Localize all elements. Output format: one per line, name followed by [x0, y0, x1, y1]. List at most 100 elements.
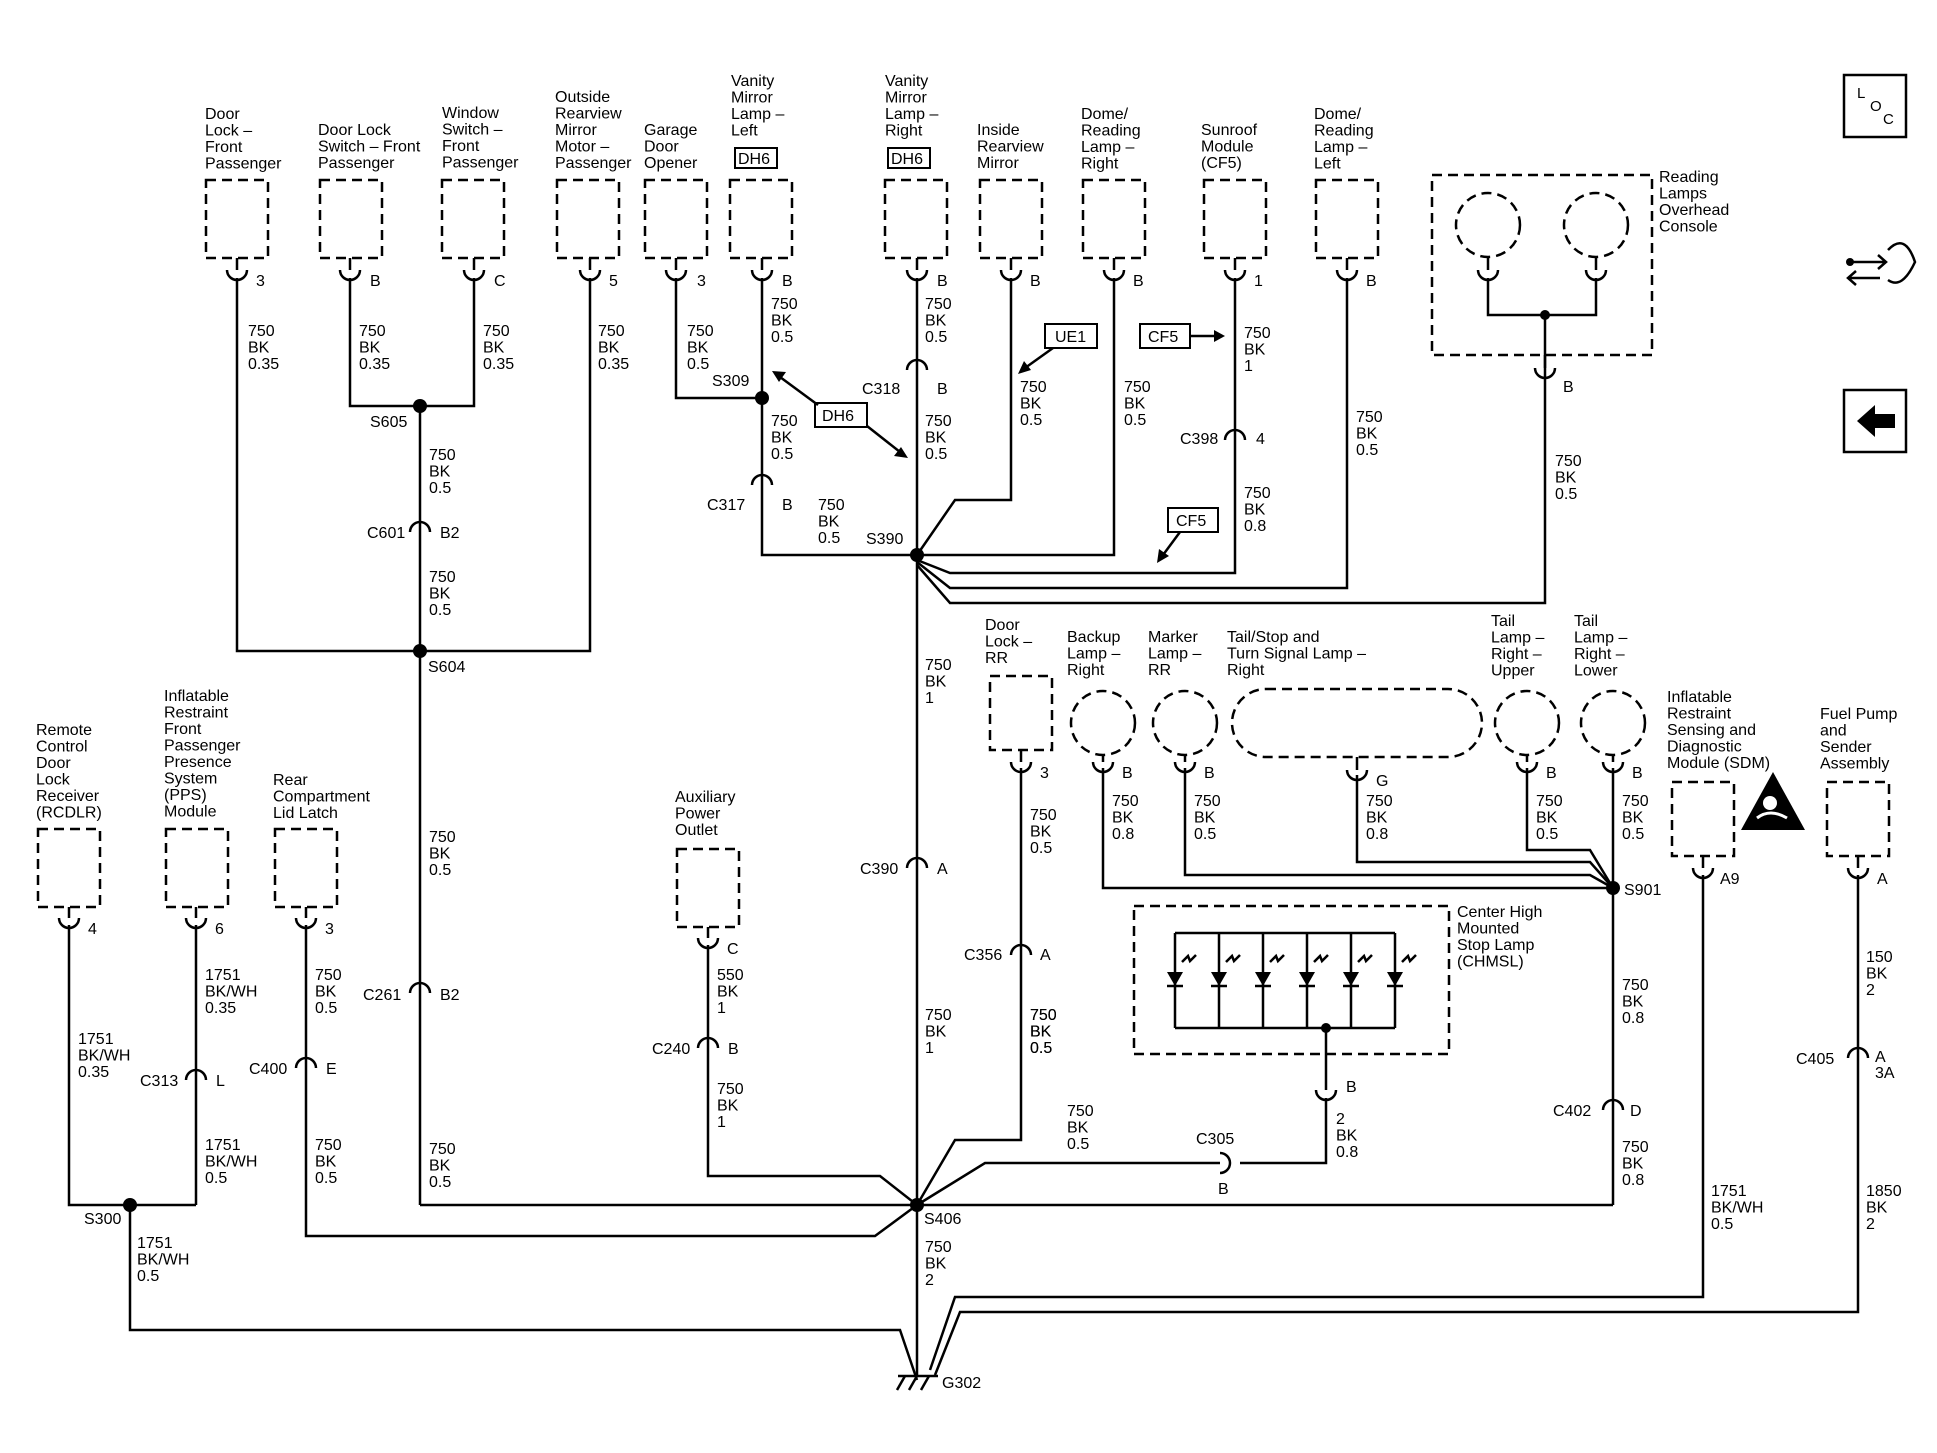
pin-label: B — [370, 273, 381, 290]
label-line: (CHMSL) — [1457, 954, 1524, 971]
label-line: 750 — [1356, 409, 1383, 426]
label-line: Vanity — [885, 73, 928, 90]
label-line: BK — [1244, 502, 1266, 519]
label-line: 750 — [925, 657, 952, 674]
label-line: 750 — [717, 1081, 744, 1098]
wire-chmsl — [1240, 1098, 1328, 1165]
label-line: 0.5 — [1555, 486, 1577, 503]
label-line: BK/WH — [205, 984, 257, 1001]
sunroof-box — [1202, 178, 1268, 260]
label-line: 750 — [1067, 1103, 1094, 1120]
label-line: Sensing and — [1667, 722, 1756, 739]
pin-label: 1 — [1254, 273, 1263, 290]
label-line: Inflatable — [164, 688, 229, 705]
splice-labels: S605 S604 S309 S390 S406 S300 S901 G302 — [84, 373, 1661, 1392]
wire-sunroof — [916, 278, 1237, 575]
label-line: and — [1820, 723, 1847, 740]
label-line: Mirror — [555, 122, 597, 139]
label-line: Door Lock — [318, 122, 392, 139]
label-line: 0.5 — [771, 446, 793, 463]
label-line: BK — [1622, 810, 1644, 827]
connector-c405: C405 — [1796, 1051, 1834, 1068]
label-line: Module — [1201, 139, 1254, 156]
label-line: BK/WH — [205, 1154, 257, 1171]
label-line: Passenger — [205, 156, 282, 173]
connector-pin: B2 — [440, 525, 460, 542]
label-line: 750 — [1124, 379, 1151, 396]
connector-pin: B — [1346, 1079, 1357, 1096]
wire-tail-stop — [1355, 775, 1614, 889]
wire-aux-outlet — [706, 945, 918, 1206]
label-line: BK/WH — [78, 1048, 130, 1065]
door-lock-switch-fp-box — [318, 178, 384, 260]
label-line: BK — [1194, 810, 1216, 827]
tail-lower-bulb — [1579, 689, 1647, 757]
label-line: Lock — [36, 772, 71, 789]
aux-outlet-box — [675, 847, 741, 929]
label-line: BK — [1244, 342, 1266, 359]
label-line: 0.8 — [1112, 826, 1134, 843]
label-line: BK — [248, 340, 270, 357]
label-line: BK — [429, 1158, 451, 1175]
label-line: BK — [1112, 810, 1134, 827]
pin-label: B — [1204, 765, 1215, 782]
label-line: BK — [925, 1256, 947, 1273]
label-line: BK — [1866, 966, 1888, 983]
label-line: Rearview — [977, 139, 1044, 156]
loc-icon[interactable]: L O C — [1842, 73, 1908, 139]
label-line: 1751 — [137, 1235, 173, 1252]
label-line: Assembly — [1820, 756, 1889, 773]
pin-label: 4 — [88, 921, 97, 938]
connector-pin: B — [1218, 1181, 1229, 1198]
label-line: 150 — [1866, 949, 1893, 966]
label-line: BK — [359, 340, 381, 357]
label-line: RR — [1148, 662, 1171, 679]
label-line: 0.5 — [687, 356, 709, 373]
vanity-left-box — [728, 178, 794, 260]
back-arrow-icon[interactable] — [1842, 388, 1908, 454]
label-line: 750 — [687, 323, 714, 340]
pin-labels: 3 B C 5 3 B B B B 1 B B 4 6 3 C 3 B B G … — [88, 273, 1888, 958]
label-line: BK — [1536, 810, 1558, 827]
label-line: Restraint — [164, 705, 229, 722]
label-line: Auxiliary — [675, 789, 735, 806]
label-line: Front — [205, 139, 243, 156]
splice-s309: S309 — [712, 373, 749, 390]
label-line: Door — [205, 106, 240, 123]
label-line: Right — [885, 123, 923, 140]
label-line: 0.8 — [1336, 1144, 1358, 1161]
connector-c305: C305 — [1196, 1131, 1234, 1148]
label-line: BK — [771, 430, 793, 447]
splice-s604-dot — [413, 644, 427, 658]
connector-pin: L — [216, 1073, 225, 1090]
chmsl-led-5 — [1343, 933, 1373, 1028]
reading-lamps-box — [1430, 173, 1654, 357]
label-line: BK — [717, 1098, 739, 1115]
label-line: Passenger — [318, 155, 395, 172]
pin-label: B — [937, 273, 948, 290]
label-line: BK/WH — [1711, 1200, 1763, 1217]
connector-c398: C398 — [1180, 431, 1218, 448]
label-line: BK — [1356, 426, 1378, 443]
splice-s406: S406 — [924, 1211, 961, 1228]
tail-upper-bulb — [1493, 689, 1561, 757]
label-line: Rearview — [555, 106, 622, 123]
pin-label: B — [1546, 765, 1557, 782]
harness-connector-icon[interactable] — [1846, 242, 1917, 286]
label-line: Lamp – — [1574, 630, 1627, 647]
label-line: Tail — [1491, 613, 1515, 630]
